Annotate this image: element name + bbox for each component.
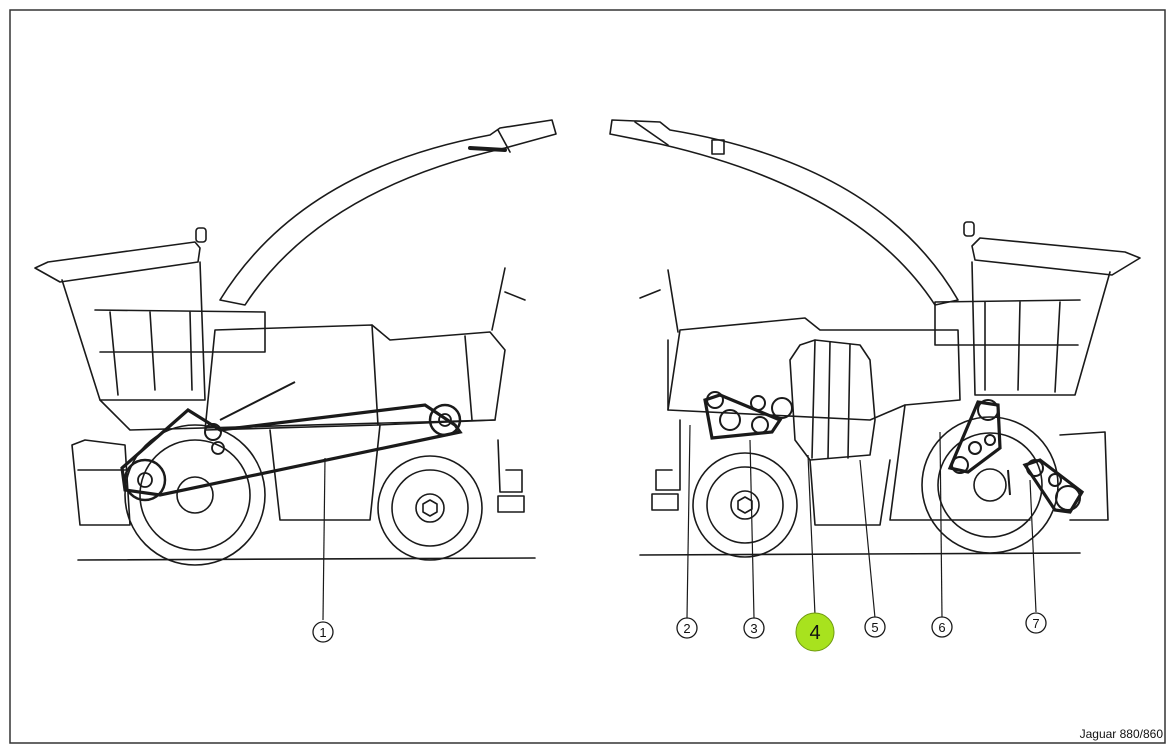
callout-1: 1: [312, 621, 334, 643]
belt-3: [703, 391, 793, 440]
callout-7: 7: [1025, 612, 1047, 634]
page-frame: [9, 9, 1166, 744]
callout-2: 2: [676, 617, 698, 639]
callout-label: 3: [750, 621, 757, 636]
callout-4-highlighted: 4: [795, 612, 835, 652]
callout-label: 4: [809, 622, 820, 644]
callout-label: 5: [871, 620, 878, 635]
model-caption: Jaguar 880/860: [1079, 727, 1163, 741]
belt-1: [120, 381, 463, 502]
leader-lines: [322, 424, 1037, 621]
callout-label: 7: [1032, 616, 1039, 631]
callout-6: 6: [931, 616, 953, 638]
callout-label: 6: [938, 620, 945, 635]
belt-7: [1007, 458, 1085, 514]
callout-3: 3: [743, 617, 765, 639]
callout-label: 2: [683, 621, 690, 636]
callout-label: 1: [319, 625, 326, 640]
harvester-left-view: [34, 119, 557, 566]
callout-5: 5: [864, 616, 886, 638]
harvester-right-view: [609, 119, 1141, 558]
belt-6: [947, 399, 1002, 474]
